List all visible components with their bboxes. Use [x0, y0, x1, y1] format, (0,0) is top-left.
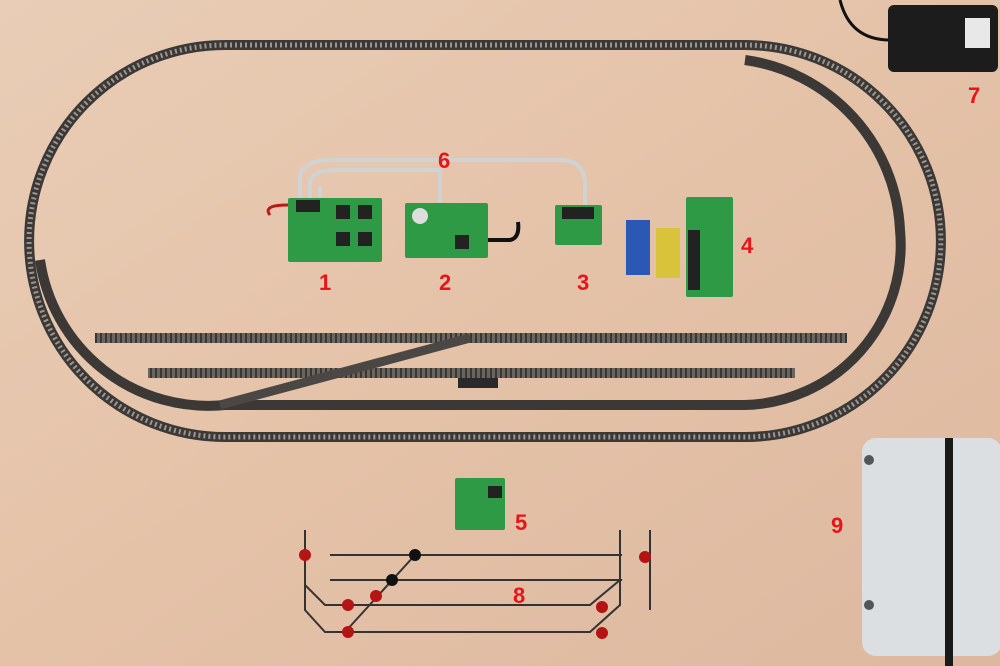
command-station-9 — [862, 438, 1000, 666]
label-board-5: 5 — [515, 510, 527, 535]
label-board-3: 3 — [577, 270, 589, 295]
track-outer-oval — [24, 40, 946, 442]
decoder-board-4 — [686, 197, 733, 297]
controller-board-2 — [405, 203, 521, 258]
terminal-block-blue — [626, 220, 650, 275]
track-inner-loop — [35, 55, 906, 411]
terminal-block-yellow — [656, 228, 680, 278]
signal-diagram-8 — [304, 530, 651, 633]
siding-track-1 — [95, 333, 847, 343]
label-board-4: 4 — [741, 233, 754, 258]
label-power-supply-7: 7 — [968, 83, 980, 108]
turnout-motor — [458, 378, 498, 388]
label-board-1: 1 — [319, 270, 331, 295]
turnout — [218, 333, 472, 410]
power-supply-7 — [838, 0, 998, 72]
label-command-station-9: 9 — [831, 513, 843, 538]
label-board-2: 2 — [439, 270, 451, 295]
label-wiring-6: 6 — [438, 148, 450, 173]
bus-cable — [298, 158, 587, 205]
signal-lamps — [299, 549, 651, 639]
decoder-board-5 — [455, 478, 505, 530]
siding-track-2 — [148, 368, 795, 378]
decoder-board-3 — [555, 205, 602, 245]
decoder-board-1 — [266, 198, 382, 262]
label-signal-diagram-8: 8 — [513, 583, 525, 608]
